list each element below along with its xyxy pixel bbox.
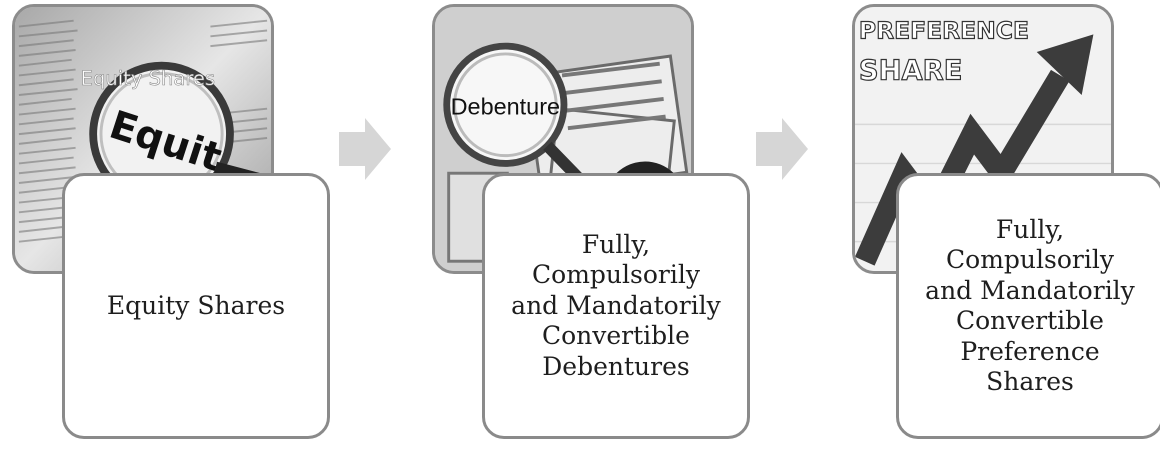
image-word-share: SHARE xyxy=(859,55,963,86)
debentures-card: Fully, Compulsorily and Mandatorily Conv… xyxy=(482,173,750,439)
image-caption-equity-shares: Equity Shares xyxy=(81,67,215,90)
chevron-right-arrow-2 xyxy=(756,118,808,180)
image-word-preference: PREFERENCE xyxy=(859,16,1029,44)
preference-shares-card: Fully, Compulsorily and Mandatorily Conv… xyxy=(896,173,1160,439)
debentures-label: Fully, Compulsorily and Mandatorily Conv… xyxy=(511,229,721,381)
step-preference-shares: PREFERENCE SHARE Fully, Compulsorily and… xyxy=(840,0,1160,449)
equity-shares-card: Equity Shares xyxy=(62,173,330,439)
preference-shares-label: Fully, Compulsorily and Mandatorily Conv… xyxy=(925,214,1135,397)
image-word-debenture: Debenture xyxy=(451,94,560,120)
chevron-right-arrow-1 xyxy=(339,118,391,180)
step-debentures: Debenture Fully, Compulsorily and Mandat… xyxy=(420,0,760,449)
equity-shares-label: Equity Shares xyxy=(106,290,286,320)
step-equity-shares: Equity Shares Equit Equity Shares xyxy=(0,0,340,449)
